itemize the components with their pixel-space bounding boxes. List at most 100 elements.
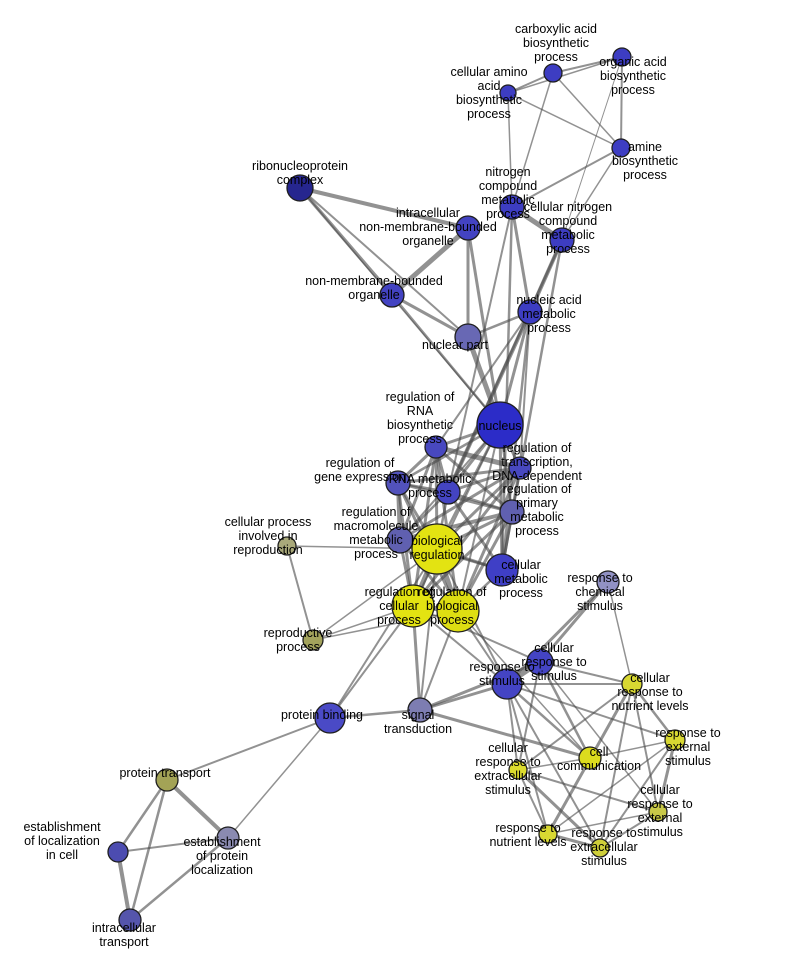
node-rex[interactable]: response to external stimulus <box>664 729 686 751</box>
node-aa[interactable]: cellular amino acid biosynthetic process <box>499 84 517 102</box>
edge-nc-na <box>510 205 532 314</box>
node-rt[interactable]: regulation of transcription, DNA-depende… <box>508 456 532 480</box>
node-cm[interactable]: cellular metabolic process <box>485 553 519 587</box>
edge-am-cnc <box>561 147 622 241</box>
node-st[interactable]: signal transduction <box>407 697 433 723</box>
edge-rrb-rt <box>433 444 523 471</box>
node-crn[interactable]: cellular response to nutrient levels <box>621 673 643 695</box>
node-rpm[interactable]: regulation of primary metabolic process <box>499 499 525 525</box>
edge-cre-crx <box>517 769 659 813</box>
edge-crs-rcs <box>538 580 610 664</box>
edge-rt-rge <box>396 466 522 485</box>
node-rcs[interactable]: response to chemical stimulus <box>596 570 620 594</box>
node-rec[interactable]: response to extracellular stimulus <box>590 838 610 858</box>
node-crs[interactable]: cellular response to stimulus <box>526 648 554 676</box>
node-rmm[interactable]: regulation of macromolecule metabolic pr… <box>386 526 414 554</box>
node-it[interactable]: intracellular transport <box>118 908 142 932</box>
node-rbp[interactable]: regulation of biological process <box>436 589 480 633</box>
edge-nu-cm <box>498 423 504 572</box>
node-rrb[interactable]: regulation of RNA biosynthetic process <box>424 435 448 459</box>
node-am[interactable]: amine biosynthetic process <box>611 138 631 158</box>
node-np[interactable]: nuclear part <box>454 323 482 351</box>
node-rge[interactable]: regulation of gene expression <box>385 470 411 496</box>
edge-rnp-io <box>298 186 470 230</box>
node-pb[interactable]: protein binding <box>314 702 346 734</box>
node-crx[interactable]: cellular response to external stimulus <box>648 802 668 822</box>
edge-cre-rec <box>516 768 602 850</box>
node-rn[interactable]: response to nutrient levels <box>538 824 558 844</box>
edge-rs-rec <box>506 683 601 849</box>
edge-crs-st <box>418 660 542 712</box>
edge-rrb-rpm <box>434 445 514 514</box>
edge-no-np <box>390 293 470 339</box>
edge-ca-nc <box>511 72 554 208</box>
edge-crn-rec <box>599 683 633 849</box>
node-cc[interactable]: cell communication <box>578 746 602 770</box>
edge-crn-crx <box>631 683 659 813</box>
edge-rex-crx <box>656 738 677 814</box>
edge-am-nc <box>511 147 622 208</box>
node-cpr[interactable]: cellular process involved in reproductio… <box>277 536 297 556</box>
edge-aa-am <box>507 92 622 149</box>
edge-pt-it <box>128 778 169 922</box>
edge-rec-crx <box>599 811 659 849</box>
node-rcp[interactable]: regulation of cellular process <box>391 584 435 628</box>
node-rs[interactable]: response to stimulus <box>491 668 523 700</box>
edge-br-st <box>419 548 438 711</box>
node-cre[interactable]: cellular response to extracellular stimu… <box>508 760 528 780</box>
node-cnc[interactable]: cellular nitrogen compound metabolic pro… <box>549 227 575 253</box>
node-rnp[interactable]: ribonucleoprotein complex <box>286 174 314 202</box>
edge-cre-rn <box>517 769 549 835</box>
edge-pt-elc <box>116 778 169 854</box>
edge-rt-rbp <box>456 466 522 613</box>
edge-rrb-rmm <box>398 445 438 542</box>
nodes-layer: carboxylic acid biosynthetic process orga… <box>107 47 686 932</box>
edge-rcp-pb <box>329 605 414 719</box>
node-rm[interactable]: RNA metabolic process <box>435 479 461 505</box>
edge-crs-crx <box>539 661 659 813</box>
edge-rn-crx <box>547 811 659 835</box>
edge-cc-st <box>418 708 592 760</box>
node-oa[interactable]: organic acid biosynthetic process <box>612 47 632 67</box>
edge-rs-rex <box>506 683 676 741</box>
edge-crs-cc <box>538 660 592 760</box>
node-br[interactable]: biological regulation <box>411 523 463 575</box>
node-epl[interactable]: establishment of protein localization <box>216 826 240 850</box>
node-nc[interactable]: nitrogen compound metabolic process <box>499 194 525 220</box>
edge-rbp-rp <box>312 610 459 641</box>
edge-rcs-crn <box>607 581 633 685</box>
edge-na-rrb <box>435 311 531 448</box>
edge-aa-nc <box>507 92 513 208</box>
node-na[interactable]: nucleic acid metabolic process <box>517 299 543 325</box>
edge-pt-epl <box>165 778 230 840</box>
edge-oa-cnc <box>561 56 623 241</box>
edge-rex-cc <box>589 739 676 759</box>
node-pt[interactable]: protein transport <box>155 768 179 792</box>
edge-br-pb <box>329 548 438 719</box>
node-rp[interactable]: reproductive process <box>302 629 324 651</box>
node-ca[interactable]: carboxylic acid biosynthetic process <box>543 63 563 83</box>
edge-rnp-np <box>299 187 469 338</box>
edge-io-no <box>389 225 471 298</box>
edge-nc-rm <box>447 206 513 493</box>
edge-crn-cre <box>517 683 633 771</box>
edge-elc-epl <box>117 837 229 853</box>
edge-cpr-rp <box>286 545 314 641</box>
edge-pb-pt <box>166 717 331 781</box>
node-no[interactable]: non-membrane-bounded organelle <box>379 282 405 308</box>
edge-pb-epl <box>227 717 331 839</box>
node-io[interactable]: intracellular non-membrane-bounded organ… <box>455 215 481 241</box>
edge-rs-rn <box>506 683 549 835</box>
edge-epl-it <box>128 836 230 922</box>
node-nu[interactable]: nucleus <box>476 401 524 449</box>
edge-crn-rex <box>630 682 677 742</box>
edge-na-rm <box>446 310 532 494</box>
node-elc[interactable]: establishment of localization in cell <box>107 841 129 863</box>
